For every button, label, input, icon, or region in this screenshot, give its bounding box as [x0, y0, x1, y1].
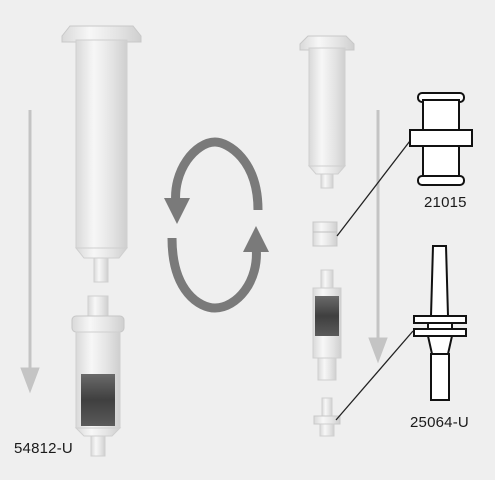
- spe-cartridge-small: [312, 269, 342, 381]
- large-reservoir: [61, 25, 142, 283]
- adapter-21015-drawing: [409, 92, 473, 186]
- part-label-25064-u: 25064-U: [410, 414, 469, 431]
- spe-cartridge-large: [71, 295, 125, 457]
- down-arrow-right: [368, 110, 388, 364]
- down-arrow-left: [20, 110, 40, 394]
- cycle-arrows-icon: [164, 137, 269, 313]
- small-reservoir: [299, 35, 355, 189]
- small-adapter-part: [312, 221, 338, 247]
- callout-lines: [335, 136, 414, 421]
- luer-connector-part: [313, 397, 341, 437]
- part-label-54812-u: 54812-U: [14, 440, 73, 457]
- connector-25064-drawing: [413, 245, 467, 401]
- part-label-21015: 21015: [424, 194, 467, 211]
